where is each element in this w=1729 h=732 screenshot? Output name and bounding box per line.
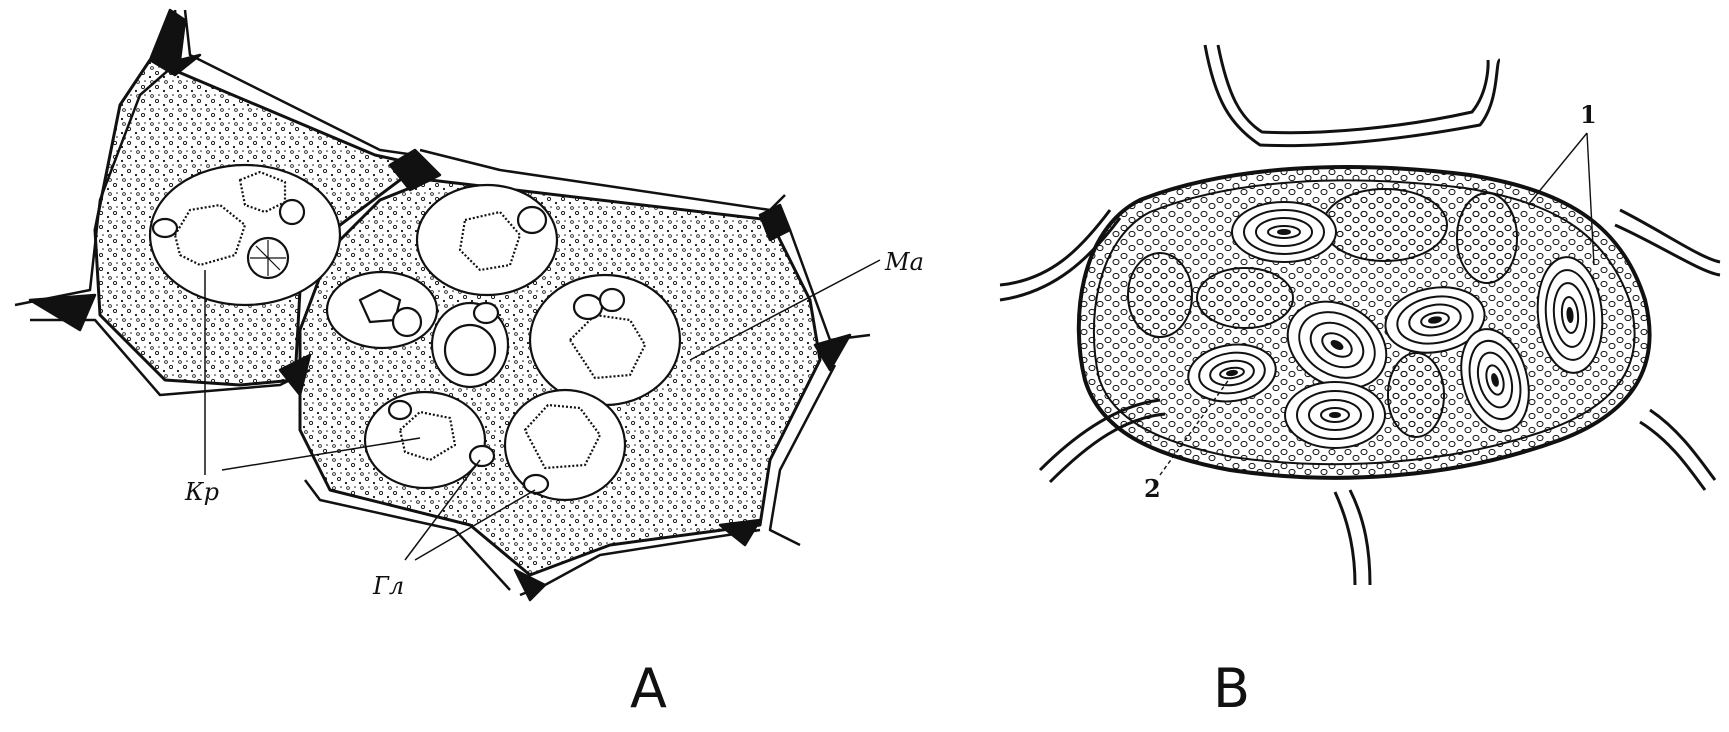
label-2: 2: [1144, 474, 1161, 503]
label-1: 1: [1580, 100, 1597, 129]
panel-letter-b: B: [1213, 662, 1250, 716]
cell-wall: [1335, 492, 1355, 585]
panel-letter-a: A: [630, 662, 667, 716]
panel-a: Ма Кр Гл: [15, 10, 924, 600]
cell-wall: [1350, 490, 1370, 585]
label-gl: Гл: [372, 572, 404, 600]
amyloplast: [150, 165, 340, 305]
label-kr: Кр: [184, 478, 219, 506]
cell-wall: [1650, 410, 1715, 480]
label-ma: Ма: [884, 248, 924, 276]
label-line-1: [1528, 133, 1587, 205]
cell-wall: [1218, 45, 1488, 133]
panel-b: 1 2: [1000, 45, 1720, 585]
